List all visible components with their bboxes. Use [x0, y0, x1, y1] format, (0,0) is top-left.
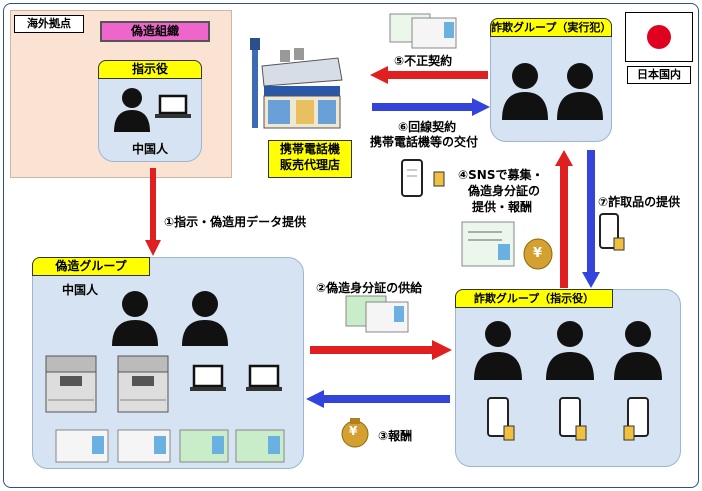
japan-label: 日本国内 — [627, 66, 691, 84]
instructor-label: 指示役 — [98, 60, 202, 79]
yen-icon-reward: ¥ — [349, 424, 358, 438]
id-card-icon — [235, 429, 285, 463]
forgery-org-label: 偽造組織 — [100, 21, 210, 42]
person-silhouette-icon — [114, 88, 150, 132]
person-silhouette-icon — [614, 321, 662, 380]
forged-id-cards — [55, 429, 285, 463]
instructor-figures — [114, 88, 191, 132]
laptop-icon — [246, 364, 282, 391]
shop-label-line2: 販売代理店 — [279, 158, 340, 172]
money-bag-icon — [341, 418, 369, 448]
overseas-title: 海外拠点 — [14, 15, 84, 33]
flow-5-label: ⑤不正契約 — [394, 54, 453, 68]
shop-icon — [250, 38, 343, 129]
flow-7-label: ⑦詐取品の提供 — [598, 195, 681, 209]
arrow-6 — [372, 98, 490, 116]
person-silhouette-icon — [182, 291, 228, 346]
printer-icon — [117, 355, 169, 413]
instructor-nationality: 中国人 — [132, 142, 169, 156]
arrow-4 — [555, 150, 573, 288]
id-card-icon — [117, 429, 171, 463]
shop-label: 携帯電話機 販売代理店 — [268, 140, 352, 178]
fraud-cmd-title: 詐欺グループ（指示役） — [455, 289, 613, 308]
id-card-yen-icon — [461, 221, 553, 270]
person-silhouette-icon — [502, 63, 548, 120]
arrow-2 — [310, 340, 452, 360]
forgery-equipment — [45, 355, 282, 413]
fraud-exec-figures — [502, 63, 603, 120]
flow-6-label-line1: ⑥回線契約 — [398, 120, 457, 134]
arrow-5 — [370, 66, 488, 84]
japan-flag-icon — [625, 12, 693, 62]
phone-icon — [599, 213, 625, 251]
id-cards-icon — [389, 13, 457, 49]
forged-id-card-icon — [345, 295, 409, 333]
fraud-cmd-figures — [474, 321, 662, 380]
flow-2-label: ②偽造身分証の供給 — [316, 281, 423, 295]
flow-4-label-line1: ④SNSで募集・ — [458, 168, 544, 182]
printer-icon — [45, 355, 97, 413]
person-silhouette-icon — [474, 321, 522, 380]
flow-4-label-line3: 提供・報酬 — [472, 200, 533, 214]
arrow-7 — [582, 150, 600, 288]
arrow-3 — [306, 390, 450, 408]
forgery-group-title: 偽造グループ — [32, 257, 150, 276]
flow-1-label: ①指示・偽造用データ提供 — [164, 215, 307, 229]
shop-label-line1: 携帯電話機 — [279, 142, 340, 156]
phone-sim-icon — [401, 159, 445, 197]
id-card-icon — [55, 429, 109, 463]
phone-icon — [487, 397, 515, 441]
id-card-icon — [179, 429, 229, 463]
flow-3-label: ③報酬 — [378, 429, 413, 443]
person-silhouette-icon — [112, 291, 158, 346]
yen-icon-exec: ¥ — [533, 246, 543, 261]
fraud-cmd-phones — [487, 397, 649, 441]
phone-icon — [623, 397, 649, 441]
laptop-icon — [190, 364, 226, 391]
person-silhouette-icon — [546, 321, 594, 380]
flow-4-label-line2: 偽造身分証の — [468, 184, 541, 198]
person-silhouette-icon — [557, 63, 603, 120]
forgery-figures — [112, 291, 228, 346]
forgery-group-nationality: 中国人 — [62, 283, 99, 297]
fraud-exec-title: 詐欺グループ（実行犯） — [490, 18, 612, 37]
laptop-icon — [155, 94, 191, 118]
arrow-1 — [145, 168, 161, 256]
phone-icon — [559, 397, 587, 441]
flow-6-label-line2: 携帯電話機等の交付 — [370, 135, 479, 149]
